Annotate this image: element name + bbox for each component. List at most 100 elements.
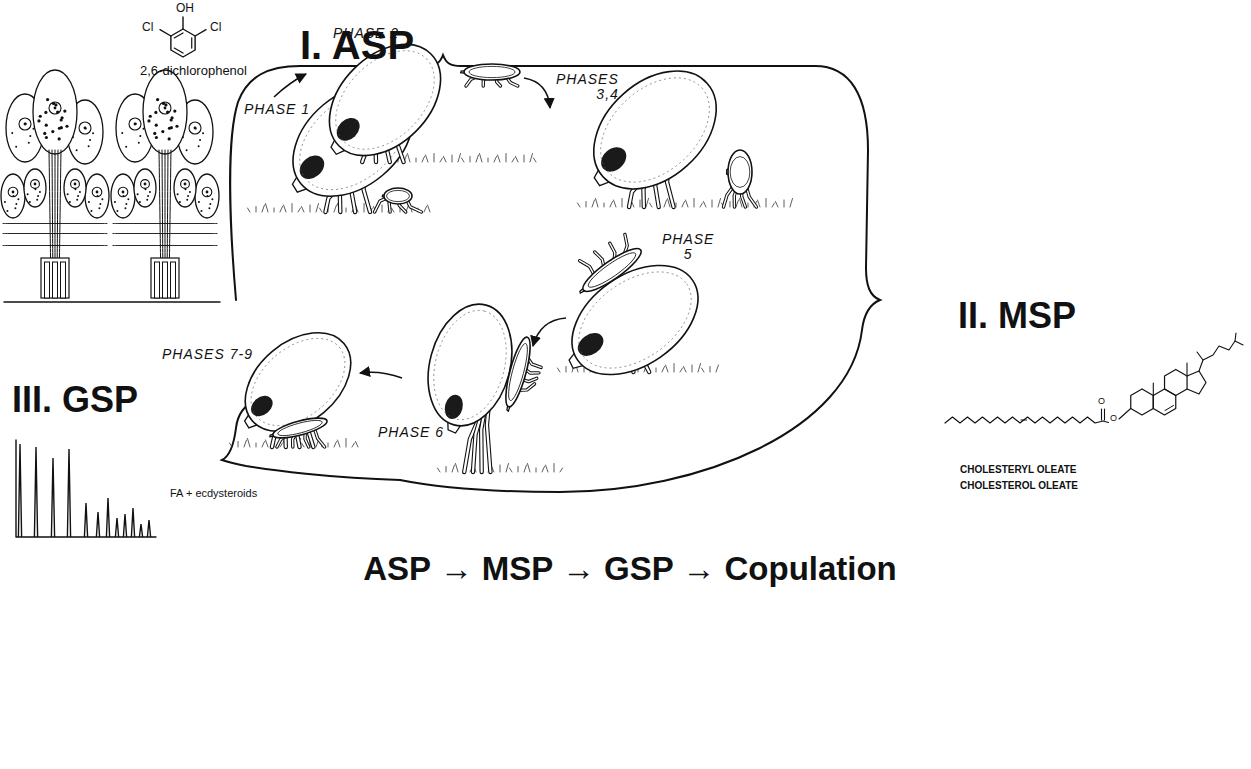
cell-granule [114, 201, 116, 203]
cell-granule [161, 130, 164, 133]
cell-granule [43, 132, 46, 135]
ring-double-bond [191, 38, 192, 48]
tick-scutum [596, 142, 631, 176]
grass-blade [480, 154, 483, 163]
stage-heading: II. MSP [958, 298, 1076, 334]
grass-blade [230, 443, 233, 447]
hydroxyl-bond [182, 17, 183, 29]
nucleolus [206, 191, 209, 194]
cell-granule [15, 146, 17, 148]
asp-bracket [230, 55, 868, 300]
cell-nucleus [79, 122, 91, 134]
sensillum-peg [163, 262, 168, 298]
stage-brackets [222, 55, 880, 492]
atom-label: Cl [210, 21, 221, 33]
tick-scutum [387, 190, 410, 201]
chromatogram-peak [123, 514, 126, 537]
cell-granule [29, 135, 31, 137]
tick-body [578, 243, 646, 298]
tick-body [501, 335, 535, 409]
cell-granule [135, 123, 137, 125]
grass-blade [542, 467, 545, 473]
grass-blade [470, 157, 471, 163]
cell-granule [92, 132, 94, 134]
tick-festoon [235, 321, 362, 443]
cell-granule [123, 195, 125, 197]
grass-blade [280, 207, 283, 213]
cell-nucleus [31, 180, 40, 189]
cis-double-bond [1021, 419, 1027, 420]
grass-blade [736, 200, 739, 207]
grass-blade [596, 199, 599, 208]
nucleolus [84, 127, 87, 130]
cell-nucleus [19, 118, 31, 130]
cell-granule [211, 198, 213, 200]
dendrite [52, 150, 54, 262]
male-tick [461, 64, 520, 86]
grass-blade [790, 199, 793, 208]
cell-outline [195, 174, 219, 218]
cell-granule [175, 125, 178, 128]
carbonyl-bond [1101, 409, 1102, 420]
grass-blade [694, 199, 695, 208]
dendrite [49, 150, 51, 262]
sequence-summary: ASP → MSP → GSP → Copulation [363, 552, 897, 585]
cell-granule [168, 137, 171, 140]
side-chain [1199, 341, 1243, 371]
male-tick [578, 235, 646, 298]
cell-granule [45, 136, 48, 139]
dendrite [55, 150, 56, 262]
cell-nucleus [8, 187, 18, 197]
cuticle-line [4, 301, 220, 302]
nucleolus [54, 107, 57, 110]
sensillum-peg [53, 262, 58, 298]
grass-blade [320, 208, 323, 212]
grass-blade [310, 205, 311, 212]
cell-granule [147, 195, 149, 197]
chromatogram-peak [131, 508, 134, 537]
chlorine-bond [160, 30, 171, 36]
grass-blade [534, 158, 537, 162]
grass-blade [758, 200, 761, 207]
cell-granule [146, 199, 148, 201]
grass-blade [446, 467, 447, 473]
tick-scutum [505, 342, 531, 402]
pheromone-name: FA + ecdysteroids [170, 488, 257, 499]
stage-heading: III. GSP [12, 382, 138, 418]
dendrite [159, 150, 161, 262]
grass-blade [444, 157, 447, 163]
cell-outline [33, 70, 77, 154]
dendrite [167, 150, 169, 262]
grass-blade [528, 464, 531, 473]
dendrite [162, 150, 164, 262]
cell-granule [153, 132, 156, 135]
cell-granule [138, 142, 140, 144]
sensillum-peg [61, 262, 66, 298]
cell-granule [37, 119, 40, 122]
grass-blade [488, 158, 489, 162]
nucleolus [34, 183, 37, 186]
nucleolus [184, 183, 187, 186]
dendrite [59, 150, 61, 262]
grass-blade [334, 205, 337, 212]
cell-granule [209, 203, 211, 205]
tick-scutum [573, 328, 607, 360]
sensillum-peg [45, 262, 50, 298]
tick-festoon [422, 302, 517, 428]
compound-name: CHOLESTEROL OLEATE [960, 481, 1078, 491]
cell-nucleus [92, 187, 102, 197]
compound-name: CHOLESTERYL OLEATE [960, 465, 1077, 475]
grass-blade [566, 367, 567, 373]
cell-granule [89, 139, 91, 141]
nucleolus [164, 107, 167, 110]
grass-blade [262, 442, 265, 448]
cell-nucleus [181, 180, 190, 189]
cell-granule [177, 193, 179, 195]
phase-arrow [533, 318, 566, 346]
fatty-acid-chain [945, 417, 1103, 423]
dendrite [165, 150, 166, 262]
grass-blade [452, 465, 455, 472]
tick-body [552, 243, 718, 397]
cell-granule [170, 126, 173, 129]
phase-label: PHASE 5 [662, 232, 714, 263]
